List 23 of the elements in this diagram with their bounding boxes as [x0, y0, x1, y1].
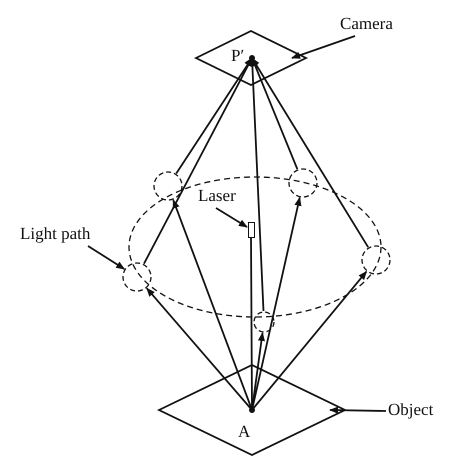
mirror-circle	[361, 245, 391, 275]
laser-label: Laser	[198, 186, 236, 206]
leader-arrow	[329, 406, 386, 414]
light-ray	[172, 199, 253, 410]
mirror-circle	[288, 168, 318, 198]
point-label: P′	[231, 46, 244, 66]
leader-arrow	[88, 245, 126, 270]
point-label: A	[238, 422, 250, 442]
mirror-circle	[122, 262, 152, 292]
leader-arrow	[216, 207, 248, 228]
mirror-circle	[253, 311, 275, 333]
light-ray	[146, 288, 253, 411]
leader-arrow	[291, 35, 356, 59]
light-ray	[175, 57, 253, 174]
light-ray	[251, 270, 368, 411]
light-ray	[251, 57, 369, 248]
light-path-label: Light path	[20, 224, 90, 244]
camera-label: Camera	[340, 14, 393, 34]
object-label: Object	[388, 400, 434, 420]
mirror-circle	[153, 171, 183, 201]
object-plane	[158, 364, 346, 456]
laser-emitter	[248, 222, 255, 238]
camera-plane	[195, 30, 307, 86]
